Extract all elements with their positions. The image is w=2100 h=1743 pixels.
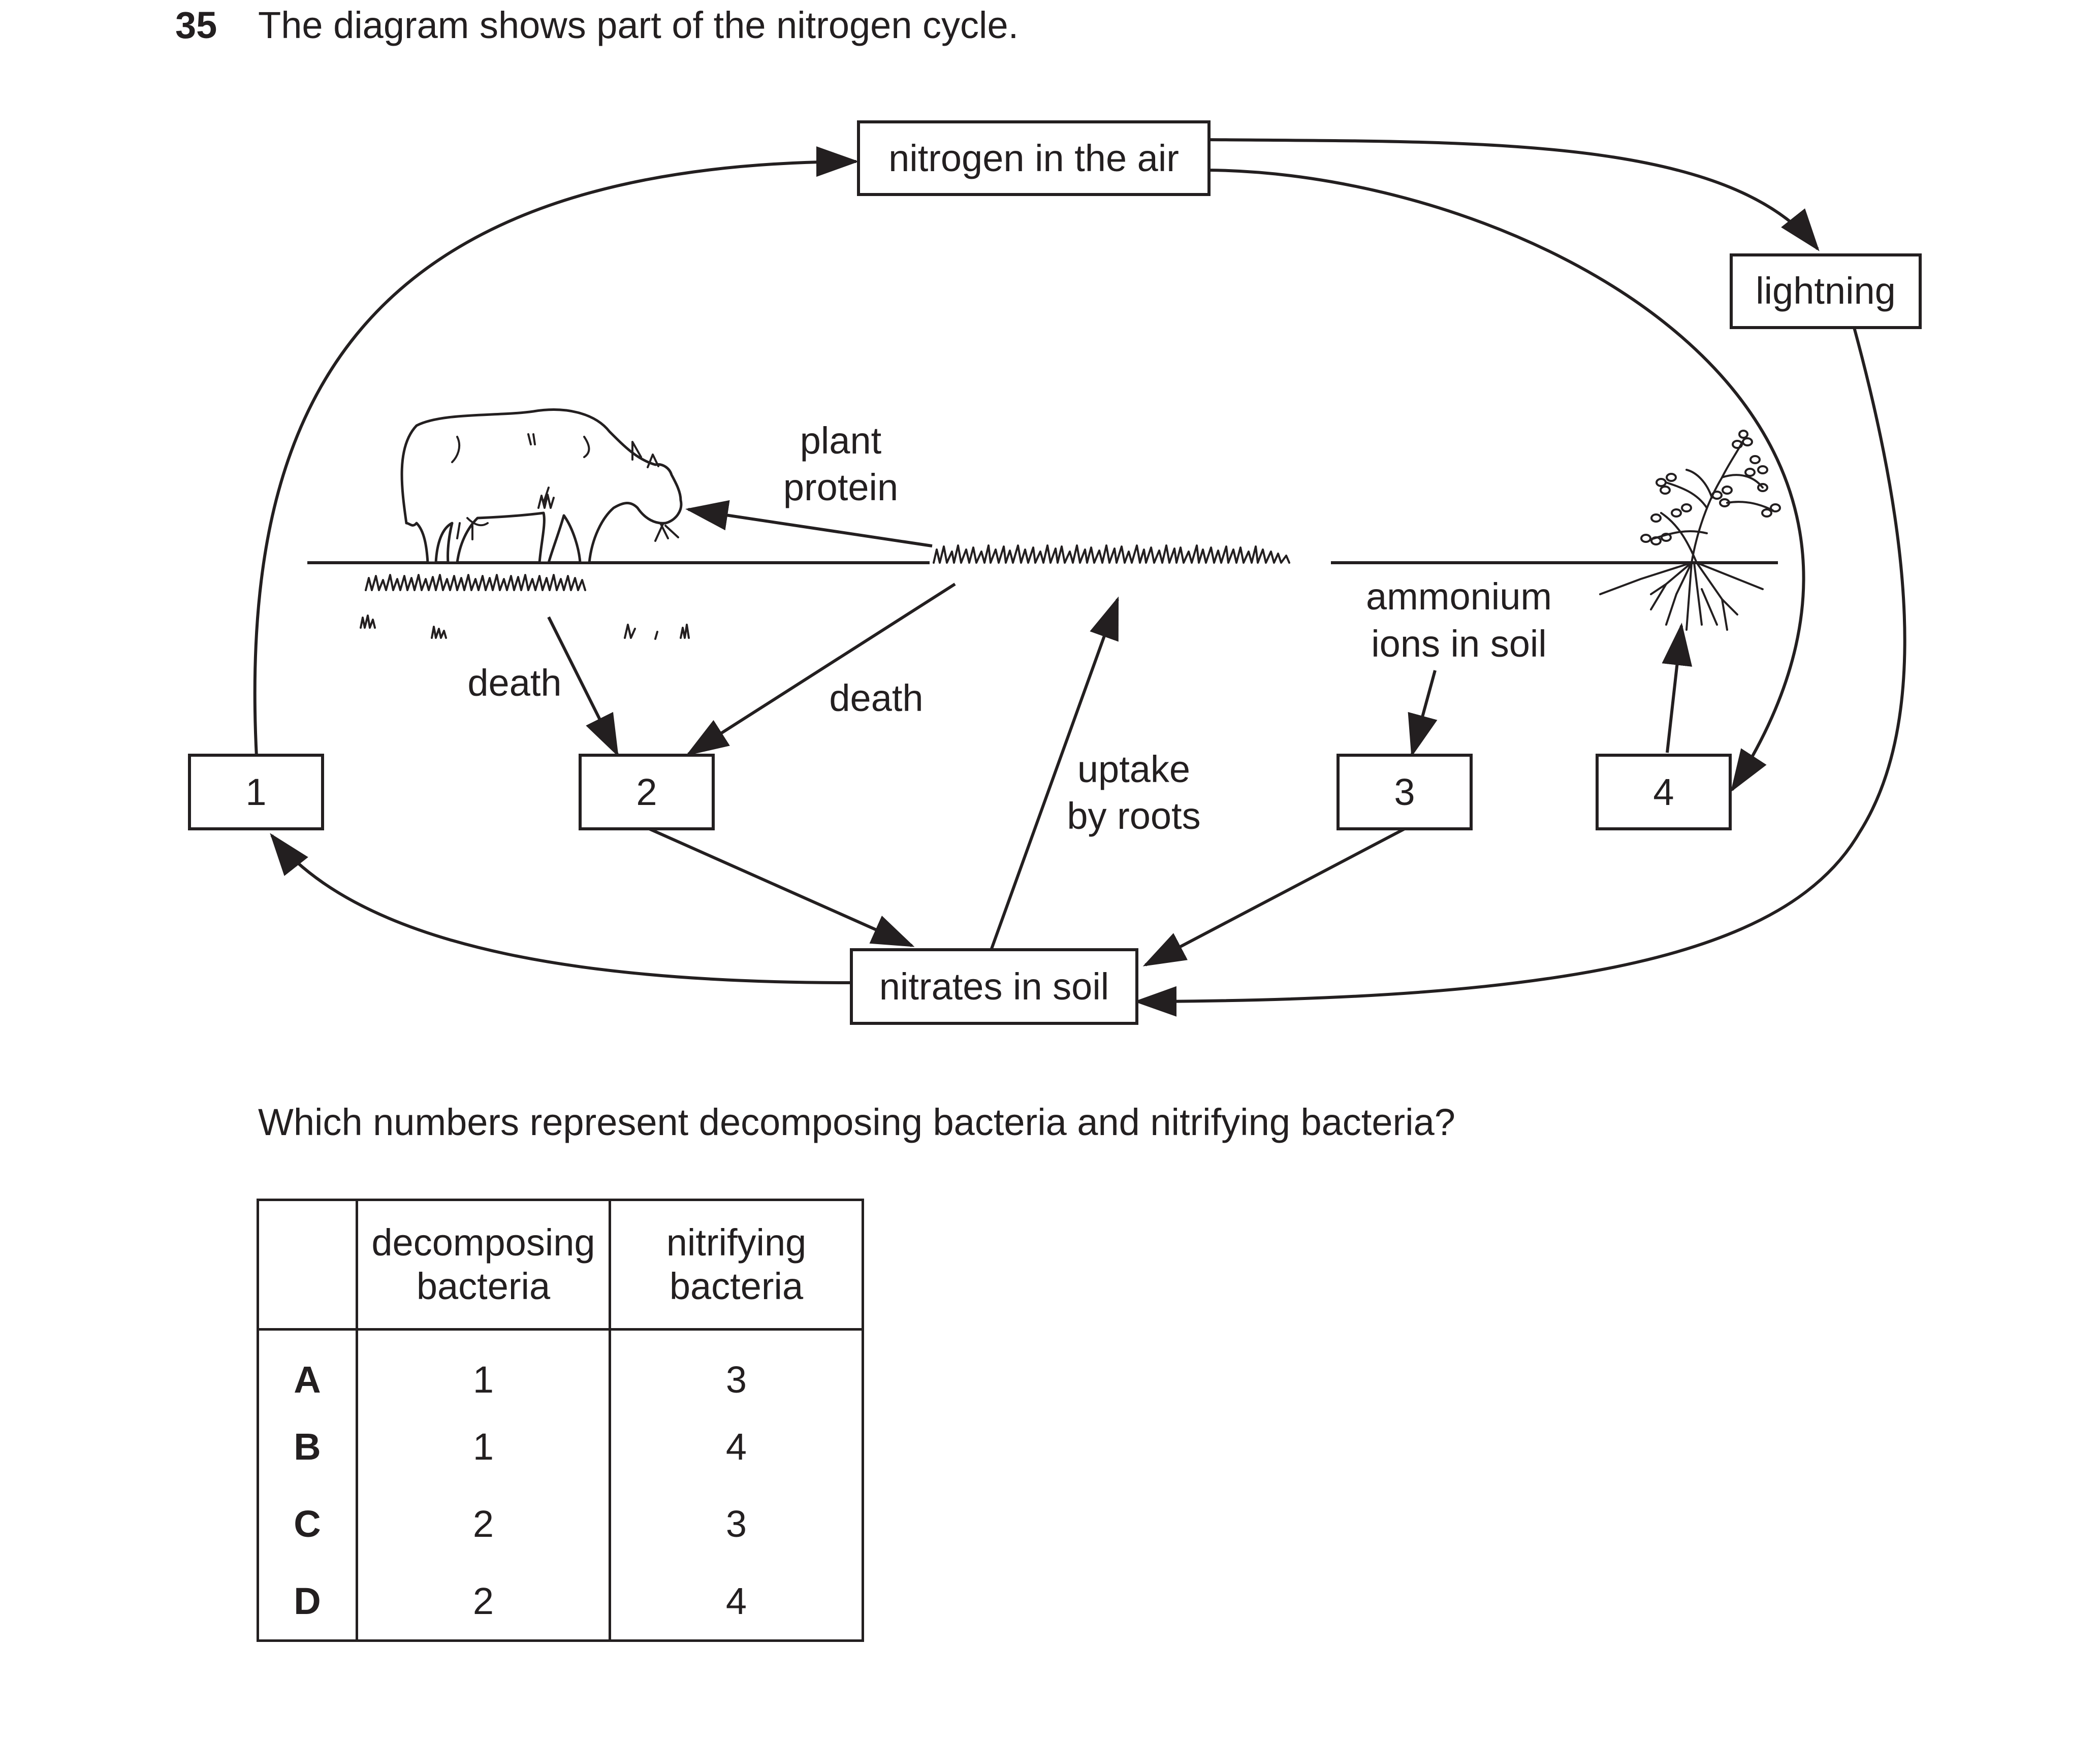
box-2: 2 — [579, 754, 715, 830]
box-2-label: 2 — [636, 771, 657, 813]
question-number: 35 — [175, 4, 217, 46]
box-4-label: 4 — [1653, 771, 1674, 813]
nitrogen-cycle-diagram: nitrogen in the air lightning 1 2 3 4 ni… — [188, 120, 1922, 1025]
option-key: B — [257, 1408, 358, 1485]
header-nitrifying: nitrifying bacteria — [609, 1199, 864, 1331]
box-3-label: 3 — [1394, 771, 1415, 813]
option-decomposing-value: 1 — [356, 1408, 611, 1485]
arrow-grass-death-to-2 — [685, 583, 956, 756]
answer-option-d[interactable]: D 2 4 — [257, 1562, 864, 1642]
option-decomposing-value: 1 — [356, 1329, 611, 1408]
box-1-label: 1 — [245, 771, 266, 813]
header-decomposing: decomposing bacteria — [356, 1199, 611, 1331]
arrow-cow-death-to-2 — [547, 616, 619, 757]
option-key: A — [257, 1329, 358, 1408]
grass-strip — [933, 544, 1290, 564]
box-4: 4 — [1596, 754, 1732, 830]
header-empty-cell — [257, 1199, 358, 1331]
answer-option-b[interactable]: B 1 4 — [257, 1408, 864, 1485]
box-nitrates-label: nitrates in soil — [879, 965, 1109, 1008]
option-key: C — [257, 1485, 358, 1562]
grass-under-cow — [360, 574, 690, 640]
label-uptake: uptake — [1077, 748, 1190, 790]
arrow-nitrates-uptake-by-roots — [990, 596, 1119, 950]
box-nitrogen-label: nitrogen in the air — [888, 137, 1179, 179]
box-nitrates-in-soil: nitrates in soil — [850, 948, 1138, 1025]
label-by-roots: by roots — [1067, 795, 1200, 837]
arrow-1-to-nitrogen — [253, 146, 859, 757]
label-death-right: death — [829, 677, 923, 719]
label-plant: plant — [800, 419, 882, 462]
option-decomposing-value: 2 — [356, 1562, 611, 1642]
option-nitrifying-value: 3 — [609, 1329, 864, 1408]
header-decomposing-line2: bacteria — [416, 1265, 551, 1307]
arrow-nitrogen-to-lightning — [1207, 138, 1820, 251]
header-nitrifying-line1: nitrifying — [666, 1221, 807, 1264]
box-nitrogen-in-the-air: nitrogen in the air — [857, 120, 1211, 196]
sub-question-text: Which numbers represent decomposing bact… — [258, 1101, 1455, 1143]
label-ammonium: ammonium — [1366, 575, 1552, 618]
option-nitrifying-value: 4 — [609, 1562, 864, 1642]
header-nitrifying-line2: bacteria — [669, 1265, 804, 1307]
plant-drawing — [1599, 430, 1781, 631]
header-decomposing-line1: decomposing — [371, 1221, 595, 1264]
option-key: D — [257, 1562, 358, 1642]
answer-option-a[interactable]: A 1 3 — [257, 1329, 864, 1408]
answer-option-c[interactable]: C 2 3 — [257, 1485, 864, 1562]
option-nitrifying-value: 3 — [609, 1485, 864, 1562]
label-protein: protein — [783, 466, 898, 508]
option-nitrifying-value: 4 — [609, 1408, 864, 1485]
option-decomposing-value: 2 — [356, 1485, 611, 1562]
table-header-row: decomposing bacteria nitrifying bacteria — [257, 1199, 864, 1331]
label-ions-in-soil: ions in soil — [1371, 623, 1547, 665]
arrow-ammonium-to-3 — [1408, 670, 1438, 757]
arrow-nitrogen-to-4 — [1207, 169, 1805, 793]
arrow-4-to-plant — [1662, 623, 1693, 753]
cow-drawing — [400, 408, 683, 564]
box-lightning: lightning — [1730, 253, 1922, 329]
question-text: The diagram shows part of the nitrogen c… — [258, 4, 1019, 46]
box-3: 3 — [1337, 754, 1473, 830]
box-1: 1 — [188, 754, 324, 830]
arrow-3-to-nitrates — [1142, 827, 1406, 966]
label-death-left: death — [467, 662, 561, 704]
arrow-lightning-to-nitrates — [1134, 327, 1906, 1017]
arrow-2-to-nitrates — [648, 827, 915, 947]
box-lightning-label: lightning — [1756, 270, 1896, 312]
arrow-grass-to-cow — [685, 500, 933, 547]
arrow-nitrates-to-1 — [270, 833, 851, 984]
answer-table: decomposing bacteria nitrifying bacteria… — [257, 1199, 864, 1642]
